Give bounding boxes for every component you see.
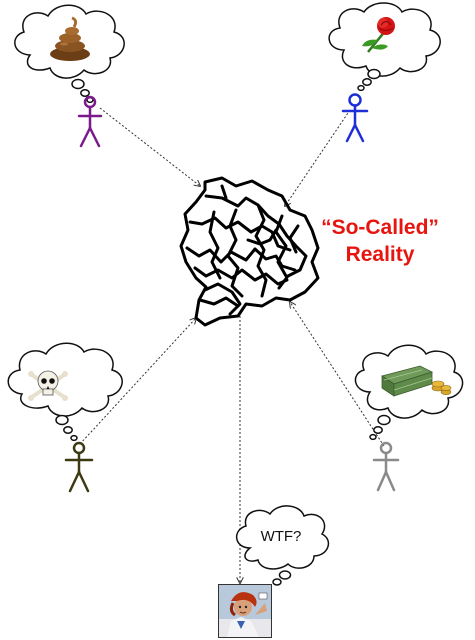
money-icon xyxy=(381,365,452,397)
stick-figure-top-right xyxy=(341,93,369,143)
wtf-bubble-text: WTF? xyxy=(260,528,302,545)
reality-label: “So-Called” Reality xyxy=(300,214,460,268)
reality-label-line1: “So-Called” xyxy=(321,216,439,239)
arrow-top-right xyxy=(285,109,351,206)
stick-figure-bottom-right xyxy=(372,441,400,492)
thought-bubble-wtf xyxy=(236,505,330,586)
reality-scribble xyxy=(179,176,320,327)
arrow-bottom-right xyxy=(290,302,385,447)
thought-bubble-bottom-left xyxy=(7,342,123,442)
stick-figure-bottom-left xyxy=(64,441,94,493)
confused-person-photo xyxy=(218,584,272,638)
rose-icon xyxy=(362,17,395,53)
skull-crossbones-icon xyxy=(28,370,68,401)
arrow-top-left xyxy=(99,107,200,186)
stick-figure-top-left xyxy=(77,95,103,148)
reality-label-line2: Reality xyxy=(345,243,415,266)
thought-bubble-top-right xyxy=(328,2,441,92)
poop-icon xyxy=(50,16,90,61)
arrows xyxy=(79,107,385,583)
arrow-bottom-left xyxy=(79,318,196,445)
